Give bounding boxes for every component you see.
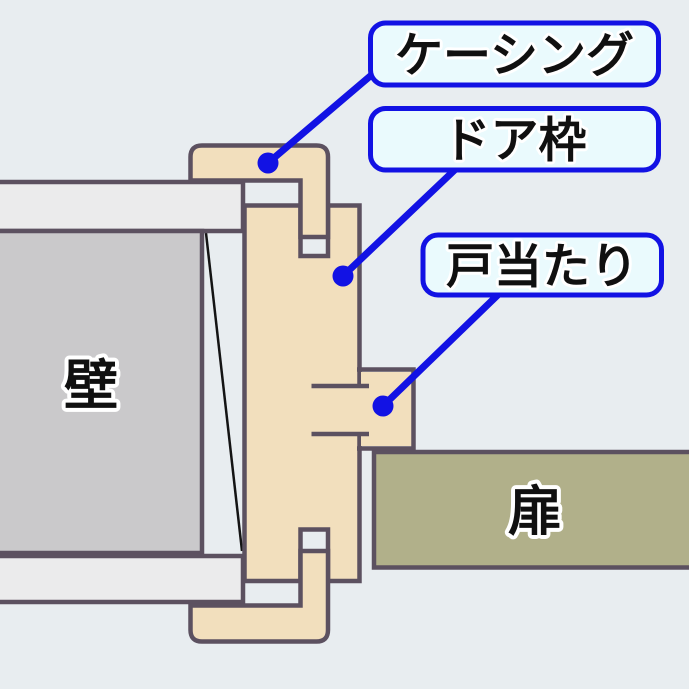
callout-label-door-stop: 戸当たり xyxy=(446,241,638,294)
callout-line-casing xyxy=(264,68,379,167)
wall-core xyxy=(0,228,205,556)
door-panel xyxy=(371,449,689,570)
callout-label-door-frame: ドア枠 xyxy=(442,115,586,168)
callout-line-door-stop xyxy=(379,284,509,410)
callout-line-door-frame xyxy=(339,159,466,280)
wall-board-bottom xyxy=(0,553,246,605)
callout-label-casing: ケーシング xyxy=(395,30,634,83)
callout-dot-door-frame xyxy=(332,265,354,287)
wall-board-top xyxy=(0,179,246,234)
door-stop-outline xyxy=(357,367,416,451)
casing-top-shape xyxy=(188,143,331,240)
callout-box-door-frame xyxy=(368,106,661,173)
door-label: 扉 xyxy=(508,482,562,542)
callout-box-door-stop xyxy=(420,232,664,298)
door-frame-shape xyxy=(242,203,362,584)
shim-gap-diagonal-line xyxy=(204,232,244,552)
casing-bottom-shape xyxy=(188,548,331,644)
callout-dot-door-stop xyxy=(372,395,394,417)
callout-box-casing xyxy=(368,20,661,88)
wall-label: 壁 xyxy=(64,356,118,416)
callout-dot-casing xyxy=(257,152,279,174)
